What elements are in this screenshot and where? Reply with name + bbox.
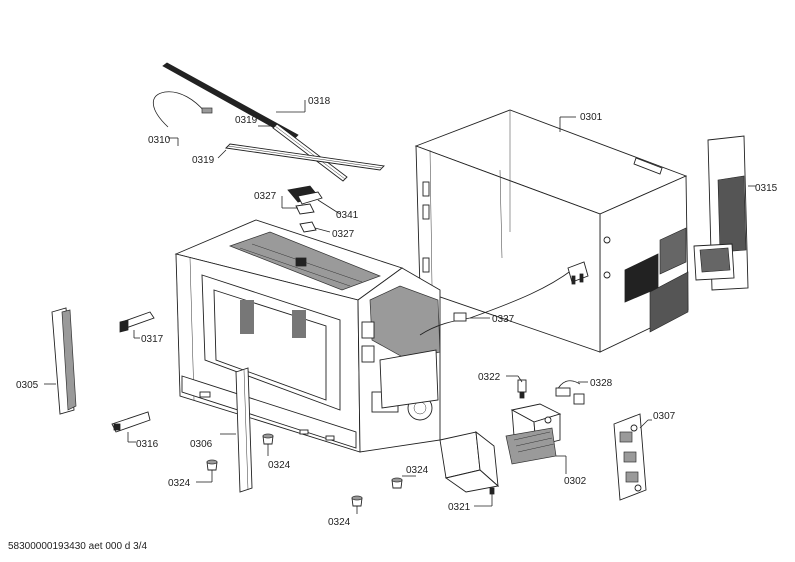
label-0328: 0328 — [590, 378, 613, 389]
part-0302-transformer[interactable] — [505, 403, 567, 474]
part-0310-wire[interactable] — [152, 91, 213, 146]
part-0317-bracket[interactable] — [119, 311, 155, 339]
label-0327-lower: 0327 — [332, 229, 355, 240]
label-0301: 0301 — [580, 112, 603, 123]
label-0319-lower: 0319 — [192, 155, 215, 166]
label-0324-d: 0324 — [406, 465, 429, 476]
part-0321-air-duct[interactable] — [439, 430, 499, 507]
part-0324-foot-c[interactable] — [351, 495, 363, 514]
part-0301-outer-casing[interactable] — [414, 109, 689, 353]
label-0324-a: 0324 — [168, 478, 191, 489]
part-0328-capacitor[interactable] — [555, 380, 588, 405]
part-0319-heater-upper[interactable] — [258, 123, 348, 182]
cavity-top-mechanism — [228, 231, 381, 291]
part-0337-power-cord[interactable] — [419, 261, 589, 336]
part-0315-side-panel[interactable] — [693, 135, 756, 291]
part-0316-bracket[interactable] — [111, 411, 151, 443]
part-0322-fuse[interactable] — [506, 375, 527, 399]
cavity-bottom-panel — [181, 375, 357, 449]
cavity-side-vents — [240, 300, 306, 338]
label-0337: 0337 — [492, 314, 515, 325]
label-0306: 0306 — [190, 439, 213, 450]
part-0324-foot-d[interactable] — [391, 475, 416, 489]
part-0324-foot-b[interactable] — [262, 433, 274, 456]
part-0305-side-strip[interactable] — [44, 307, 77, 415]
part-0307-lock-mechanism[interactable] — [613, 413, 652, 501]
part-0327-pad-upper[interactable] — [281, 196, 315, 215]
label-0324-c: 0324 — [328, 517, 351, 528]
casing-vent-grille — [649, 227, 689, 333]
label-0317: 0317 — [141, 334, 164, 345]
part-0319-heater-lower[interactable] — [217, 143, 385, 171]
label-0315: 0315 — [755, 183, 778, 194]
label-0327-upper: 0327 — [254, 191, 277, 202]
label-0318: 0318 — [308, 96, 331, 107]
label-0322: 0322 — [478, 372, 501, 383]
diagram-footer-code: 58300000193430 aet 000 d 3/4 — [8, 541, 148, 552]
cavity-right-components — [361, 285, 441, 421]
part-0324-foot-a[interactable] — [196, 459, 218, 483]
label-0316: 0316 — [136, 439, 159, 450]
label-0341: 0341 — [336, 210, 359, 221]
label-0319-upper: 0319 — [235, 115, 258, 126]
label-0310: 0310 — [148, 135, 171, 146]
label-0307: 0307 — [653, 411, 676, 422]
main-cavity-frame[interactable] — [174, 219, 441, 453]
part-0306-profile[interactable] — [220, 367, 253, 493]
label-0324-b: 0324 — [268, 460, 291, 471]
part-0341-bracket[interactable] — [287, 185, 341, 215]
label-0302: 0302 — [564, 476, 587, 487]
part-0318-seal-strip[interactable] — [162, 62, 306, 140]
part-0327-pad-lower[interactable] — [299, 221, 331, 233]
label-0305: 0305 — [16, 380, 39, 391]
label-0321: 0321 — [448, 502, 471, 513]
